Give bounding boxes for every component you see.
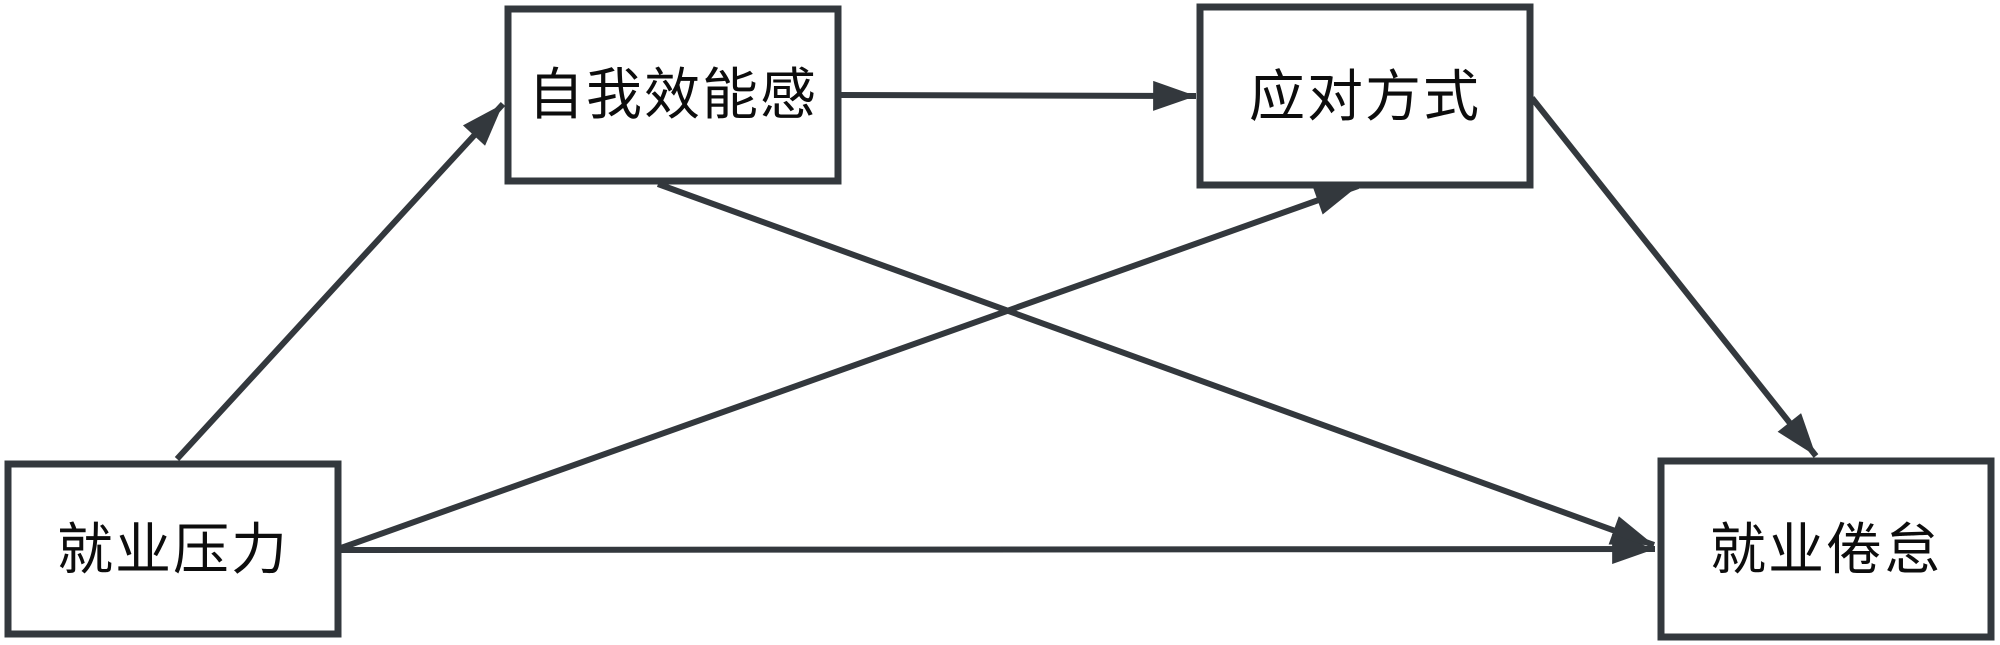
node-self-efficacy-box bbox=[504, 5, 842, 185]
node-employment-pressure-label: 就业压力 bbox=[57, 520, 289, 582]
node-self-efficacy: 自我效能感 bbox=[504, 5, 842, 185]
edge-pressure-to-burnout bbox=[340, 534, 1656, 565]
edge-pressure-to-coping bbox=[339, 183, 1360, 551]
node-self-efficacy-label: 自我效能感 bbox=[528, 65, 818, 127]
edge-coping-to-burnout bbox=[1529, 96, 1819, 458]
node-employment-burnout: 就业倦怠 bbox=[1657, 457, 1995, 641]
node-coping-style: 应对方式 bbox=[1196, 3, 1534, 189]
node-coping-style-label: 应对方式 bbox=[1249, 67, 1481, 129]
node-coping-style-box bbox=[1196, 3, 1534, 189]
edge-pressure-to-efficacy bbox=[174, 101, 506, 462]
node-employment-burnout-box bbox=[1657, 457, 1995, 641]
node-employment-pressure-box bbox=[4, 460, 342, 638]
edge-efficacy-to-coping bbox=[839, 80, 1197, 111]
node-employment-pressure: 就业压力 bbox=[4, 460, 342, 638]
node-employment-burnout-label: 就业倦怠 bbox=[1710, 520, 1942, 582]
edge-efficacy-to-burnout bbox=[656, 181, 1656, 548]
